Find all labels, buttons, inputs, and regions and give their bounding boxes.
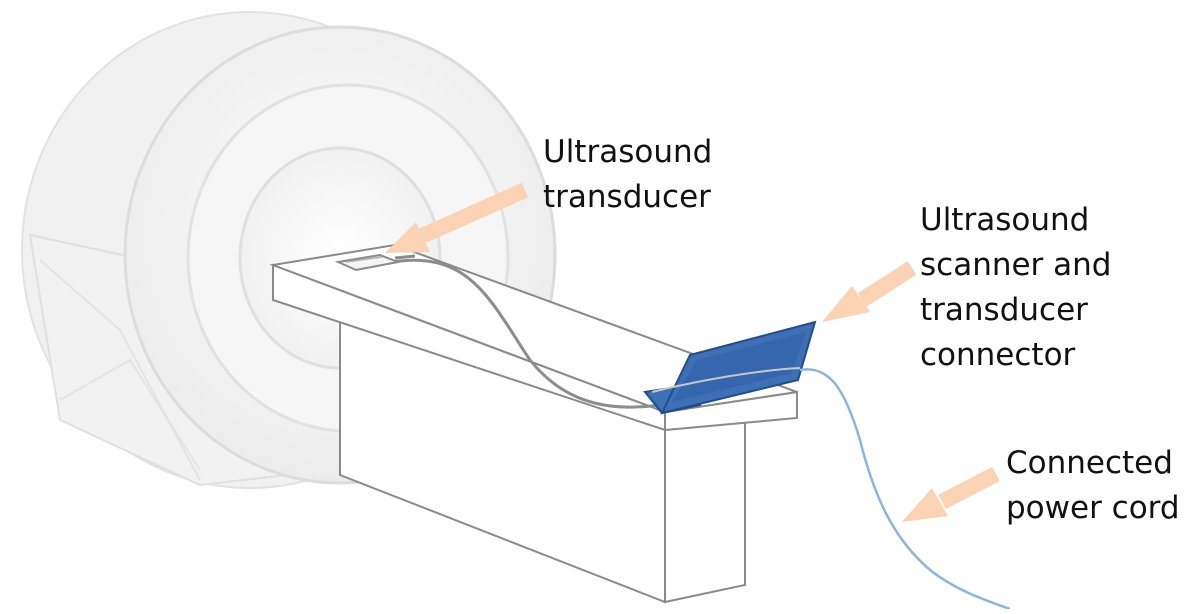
label-line: connector — [920, 337, 1076, 373]
label-line: transducer — [543, 179, 711, 215]
power-cord — [799, 368, 1011, 611]
patient-table-icon — [269, 243, 798, 604]
ultrasound-probe-icon — [334, 253, 416, 272]
label-ultrasound-transducer: Ultrasound transducer — [543, 130, 712, 220]
label-line: transducer — [920, 292, 1088, 328]
label-line: power cord — [1006, 490, 1180, 526]
label-line: scanner and — [920, 247, 1112, 283]
label-line: Ultrasound — [920, 202, 1090, 238]
label-line: Connected — [1006, 445, 1173, 481]
arrow-cord — [902, 466, 1000, 522]
ultrasound-scanner-laptop-icon — [643, 320, 817, 415]
arrow-scanner — [822, 261, 917, 322]
label-ultrasound-scanner: Ultrasound scanner and transducer connec… — [920, 198, 1111, 378]
label-line: Ultrasound — [543, 134, 713, 170]
arrow-transducer — [385, 182, 529, 253]
label-power-cord: Connected power cord — [1006, 441, 1180, 531]
